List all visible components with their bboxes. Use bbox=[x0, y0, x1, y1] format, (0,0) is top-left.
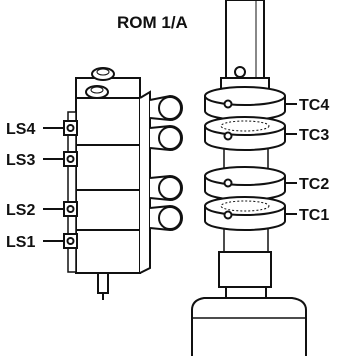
label-ls3: LS3 bbox=[6, 152, 35, 169]
label-ls4: LS4 bbox=[6, 121, 35, 138]
switch-lever-ls3 bbox=[149, 124, 183, 152]
limit-switch-stack bbox=[63, 67, 183, 300]
diagram-title: ROM 1/A bbox=[117, 13, 188, 32]
switch-body bbox=[75, 97, 141, 274]
shaft-pin-hole bbox=[234, 66, 246, 78]
switch-labels: LS4 LS3 LS2 LS1 bbox=[6, 121, 35, 251]
leader-lines bbox=[43, 103, 297, 242]
terminal-ls1 bbox=[63, 233, 78, 249]
switch-lever-ls4 bbox=[149, 94, 183, 122]
cam-ring-tc4 bbox=[204, 86, 286, 121]
terminal-ls3 bbox=[63, 151, 78, 167]
label-tc3: TC3 bbox=[299, 127, 329, 144]
terminal-ls2 bbox=[63, 201, 78, 217]
cam-rings bbox=[204, 86, 286, 231]
cam-labels: TC4 TC3 TC2 TC1 bbox=[299, 97, 329, 224]
cam-ring-tc2 bbox=[204, 166, 286, 201]
lower-shaft bbox=[218, 251, 272, 288]
label-tc2: TC2 bbox=[299, 176, 329, 193]
label-ls1: LS1 bbox=[6, 234, 35, 251]
terminal-ls4 bbox=[63, 120, 78, 136]
cam-ring-tc1 bbox=[204, 196, 286, 231]
label-tc1: TC1 bbox=[299, 207, 329, 224]
label-tc4: TC4 bbox=[299, 97, 329, 114]
cam-ring-tc3 bbox=[204, 116, 286, 151]
switch-lever-ls2 bbox=[149, 174, 183, 202]
label-ls2: LS2 bbox=[6, 202, 35, 219]
switch-lever-ls1 bbox=[149, 204, 183, 232]
base-flange bbox=[191, 297, 307, 356]
